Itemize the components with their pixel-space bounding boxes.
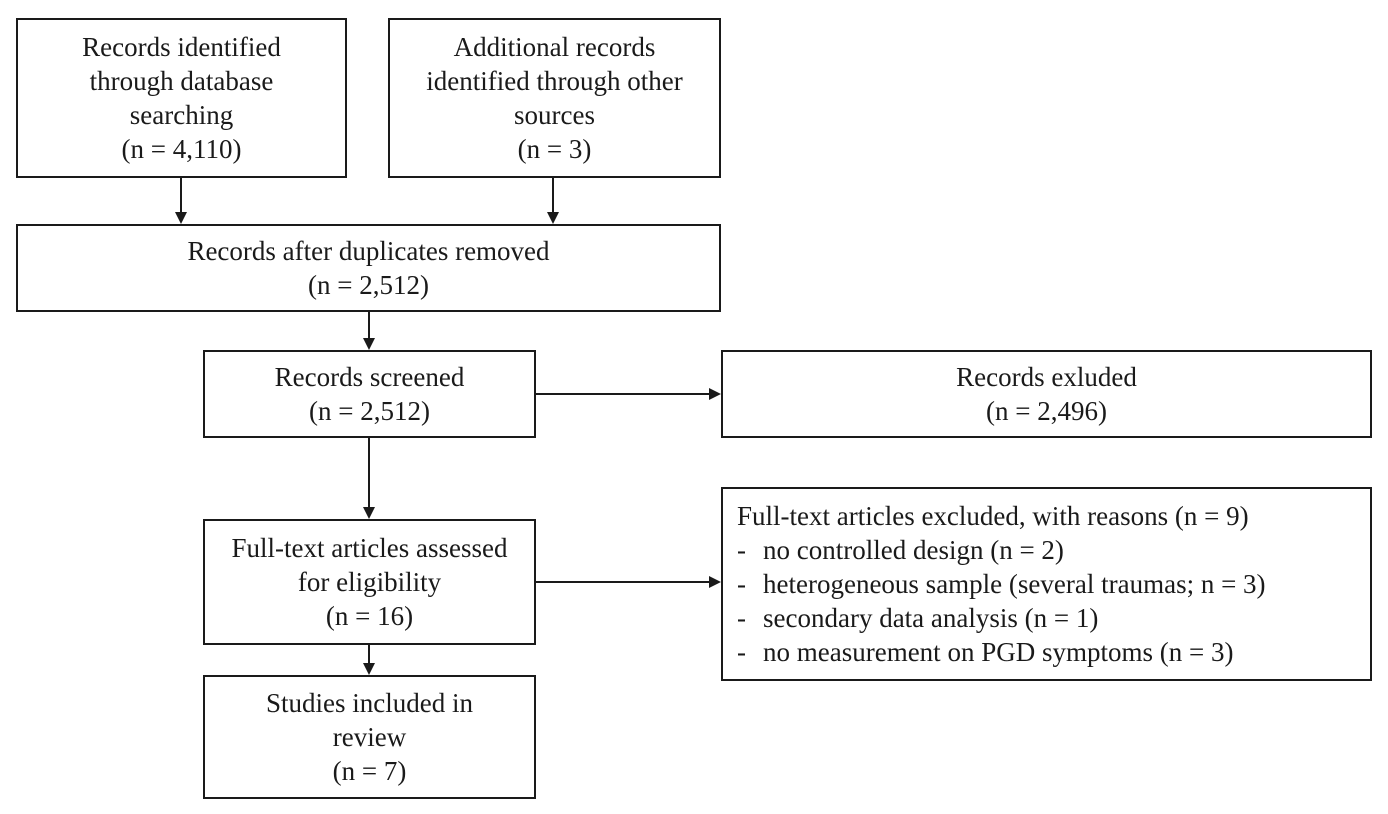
box-studies-included: Studies included in review (n = 7) (203, 675, 536, 799)
excluded-label: Records exluded (956, 362, 1137, 392)
eligibility-count: (n = 16) (325, 601, 414, 631)
box-other-sources: Additional records identified through ot… (388, 18, 721, 178)
arrowhead-screened-to-eligibility (363, 507, 375, 519)
arrowhead-duplicates-to-screened (363, 338, 375, 350)
arrowhead-eligibility-to-fulltext-excluded (709, 576, 721, 588)
reason-bullet: - (737, 569, 746, 599)
duplicates-removed-count: (n = 2,512) (308, 270, 429, 300)
screened-label: Records screened (274, 362, 465, 392)
box-fulltext-excluded: Full-text articles excluded, with reason… (721, 487, 1372, 681)
reason-bullet: - (737, 637, 746, 667)
duplicates-removed-label: Records after duplicates removed (187, 236, 550, 266)
reason-text: no measurement on PGD symptoms (n = 3) (763, 637, 1234, 667)
box-eligibility: Full-text articles assessed for eligibil… (203, 519, 536, 645)
arrowhead-other-to-duplicates (547, 212, 559, 224)
other-sources-line-1: Additional records (453, 32, 656, 62)
included-line-2: review (332, 722, 407, 752)
screened-count: (n = 2,512) (309, 396, 430, 426)
arrowhead-database-to-duplicates (175, 212, 187, 224)
included-line-1: Studies included in (266, 688, 473, 718)
arrowhead-screened-to-excluded (709, 388, 721, 400)
included-count: (n = 7) (332, 756, 407, 786)
eligibility-line-1: Full-text articles assessed (231, 533, 508, 563)
database-records-line-3: searching (129, 100, 234, 130)
database-records-line-1: Records identified (82, 32, 281, 62)
arrowhead-eligibility-to-included (363, 663, 375, 675)
exclusion-reason: - secondary data analysis (n = 1) (737, 601, 1098, 635)
reason-text: no controlled design (n = 2) (763, 535, 1064, 565)
exclusion-reason: - no measurement on PGD symptoms (n = 3) (737, 635, 1233, 669)
exclusion-reason: - heterogeneous sample (several traumas;… (737, 567, 1266, 601)
other-sources-line-3: sources (514, 100, 595, 130)
reason-bullet: - (737, 603, 746, 633)
excluded-count: (n = 2,496) (986, 396, 1107, 426)
box-records-screened: Records screened (n = 2,512) (203, 350, 536, 438)
reason-text: heterogeneous sample (several traumas; n… (763, 569, 1266, 599)
exclusion-reason: - no controlled design (n = 2) (737, 533, 1064, 567)
other-sources-line-2: identified through other (426, 66, 683, 96)
database-records-line-2: through database (89, 66, 274, 96)
box-records-excluded: Records exluded (n = 2,496) (721, 350, 1372, 438)
box-duplicates-removed: Records after duplicates removed (n = 2,… (16, 224, 721, 312)
reason-text: secondary data analysis (n = 1) (763, 603, 1099, 633)
reason-bullet: - (737, 535, 746, 565)
eligibility-line-2: for eligibility (297, 567, 442, 597)
database-records-count: (n = 4,110) (121, 134, 242, 164)
box-database-records: Records identified through database sear… (16, 18, 347, 178)
fulltext-excluded-title: Full-text articles excluded, with reason… (737, 501, 1249, 531)
other-sources-count: (n = 3) (517, 134, 592, 164)
